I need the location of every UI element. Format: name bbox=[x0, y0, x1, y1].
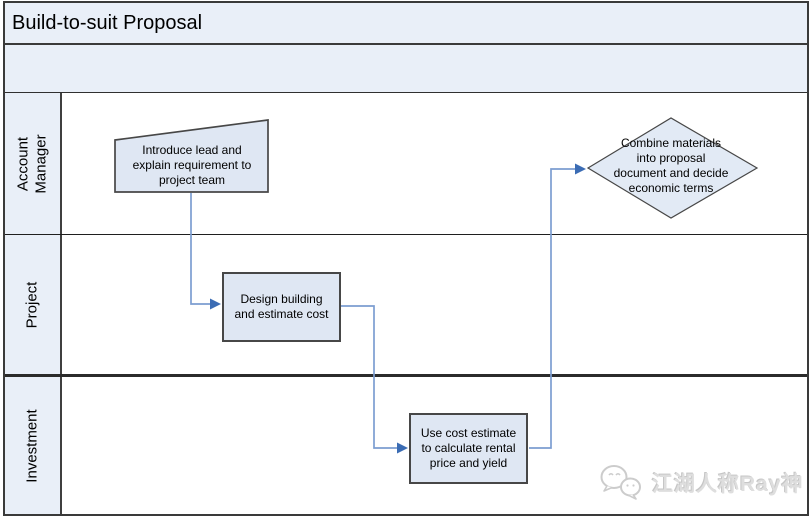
lane-label: Project bbox=[23, 281, 41, 328]
node-introduce-lead: Introduce lead and explain requirement t… bbox=[132, 143, 252, 187]
node-design-building: Design building and estimate cost bbox=[222, 272, 341, 342]
lane-label: Account Manager bbox=[14, 133, 50, 194]
node-label: Design building and estimate cost bbox=[234, 292, 329, 321]
chat-bubbles-icon bbox=[600, 465, 641, 500]
node-use-cost-estimate: Use cost estimate to calculate rental pr… bbox=[409, 413, 528, 484]
diagram-frame: Build-to-suit Proposal Account Manager P… bbox=[3, 1, 809, 516]
lane-label: Investment bbox=[23, 408, 41, 483]
lane-project: Project bbox=[5, 235, 807, 377]
lane-header-account-manager: Account Manager bbox=[5, 93, 62, 234]
lane-body bbox=[62, 235, 807, 374]
node-label: Use cost estimate to calculate rental pr… bbox=[420, 426, 517, 470]
lane-header-investment: Investment bbox=[5, 377, 62, 514]
watermark-text: 江湖人称Ray神 bbox=[652, 473, 804, 496]
diagram-title: Build-to-suit Proposal bbox=[12, 11, 203, 34]
node-combine-materials: Combine materials into proposal document… bbox=[613, 136, 729, 195]
title-bar: Build-to-suit Proposal bbox=[5, 3, 807, 45]
lane-header-project: Project bbox=[5, 235, 62, 374]
phase-band bbox=[5, 45, 807, 93]
watermark: 江湖人称Ray神 bbox=[599, 462, 804, 504]
